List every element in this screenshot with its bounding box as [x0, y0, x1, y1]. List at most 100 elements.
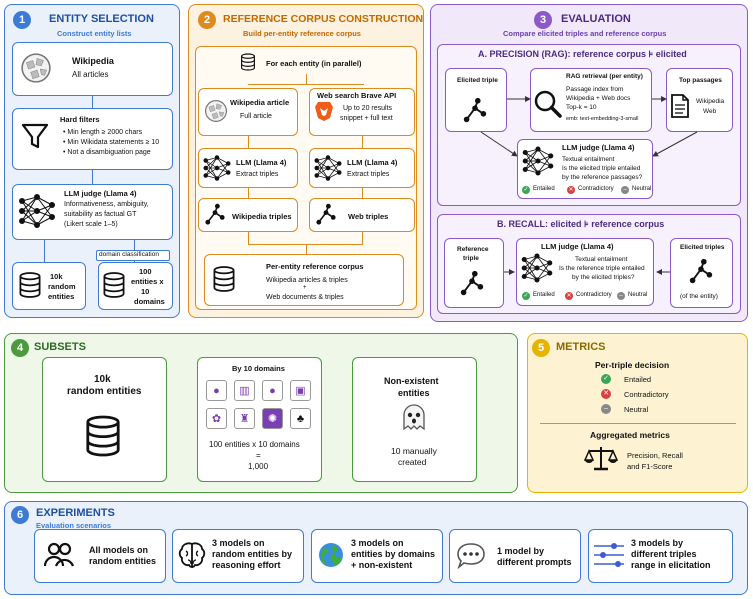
knowledge-graph-icon: [203, 203, 227, 227]
section-title: SUBSETS: [34, 341, 86, 353]
flow-line: [92, 170, 93, 184]
llm-extract-title: LLM (Llama 4): [236, 158, 287, 167]
llm-judge-line: suitability as factual GT: [64, 211, 137, 218]
random-subset-title: random entities: [67, 386, 142, 397]
brave-lion-icon: [315, 102, 333, 121]
neural-network-icon: [313, 154, 343, 182]
neutral-icon: –: [617, 292, 625, 300]
section-subtitle: Build per-entity reference corpus: [243, 29, 361, 38]
metrics-panel: [527, 333, 748, 493]
wikipedia-title: Wikipedia: [72, 56, 114, 66]
flow-line: [248, 232, 249, 244]
check-icon: ✓: [522, 292, 530, 300]
flow-line: [248, 188, 249, 198]
random-entities-line: random: [48, 282, 76, 291]
brain-icon: [178, 542, 206, 568]
domain-entities-line: 10: [141, 287, 150, 296]
wikipedia-triples-label: Wikipedia triples: [232, 212, 292, 221]
experiment-1-line: random entities: [89, 556, 157, 566]
wikipedia-globe-icon: [204, 99, 228, 123]
filter-item: Min length ≥ 2000 chars: [63, 128, 159, 138]
domains-subset-line: =: [256, 451, 261, 460]
experiment-card-5: [588, 529, 733, 583]
contradictory-label: Contradictory: [576, 292, 612, 298]
domain-entities-line: domains: [134, 297, 165, 306]
database-icon: [84, 414, 122, 458]
neutral-icon: –: [601, 404, 611, 414]
cross-icon: ✕: [565, 292, 573, 300]
domain-entities-line: entities x: [131, 277, 164, 286]
rag-line: Passage index from: [566, 86, 624, 93]
corpus-line: Wikipedia articles & triples: [266, 277, 348, 284]
rag-line: Top-k = 10: [566, 104, 597, 111]
wikipedia-triples-box: [198, 198, 298, 232]
recall-arrows: [504, 269, 670, 275]
llm-extract-sub: Extract triples: [236, 171, 279, 178]
llm-extract-sub: Extract triples: [347, 171, 390, 178]
neutral-label: Neutral: [632, 186, 652, 192]
domain-club-icon: ♣: [290, 408, 311, 429]
experiment-5-line: different triples: [631, 549, 697, 559]
neural-network-icon: [202, 154, 232, 182]
cross-icon: ✕: [601, 389, 611, 399]
section-title: ENTITY SELECTION: [49, 13, 154, 25]
experiment-card-1: [34, 529, 166, 583]
nonexistent-subset-title: Non-existent: [384, 376, 439, 386]
experiment-4-line: different prompts: [497, 557, 572, 567]
judge-a-title: LLM judge (Llama 4): [562, 143, 635, 152]
random-entities-box: [12, 262, 86, 310]
nonexistent-subset-line: 10 manually: [391, 446, 437, 456]
domains-subset-line: 1,000: [248, 462, 269, 471]
experiment-5-line: 3 models by: [631, 538, 684, 548]
web-search-sub: Up to 20 results: [343, 105, 393, 112]
domain-chess-icon: ♜: [234, 408, 255, 429]
flow-line: [306, 244, 307, 254]
slider-range-icon: [594, 543, 624, 567]
neutral-label: Neutral: [628, 292, 648, 298]
rag-line: Wikipedia + Web docs: [566, 95, 631, 102]
agg-line: and F1-Score: [627, 462, 673, 471]
section-number-1: 1: [13, 11, 31, 29]
entailed-label: Entailed: [624, 375, 652, 384]
section-title: METRICS: [556, 341, 606, 353]
of-entity-label: (of the entity): [680, 293, 718, 300]
document-icon: [671, 94, 689, 118]
neural-network-icon: [17, 193, 57, 229]
judge-a-line: by the reference passages?: [562, 174, 643, 181]
rag-retrieval-box: [530, 68, 652, 132]
section-subtitle: Compare elicited triples and reference c…: [503, 29, 667, 38]
section-subtitle: Construct entity lists: [57, 29, 132, 38]
llm-extract-box-web: [309, 148, 415, 188]
elicited-triple-label: Elicited triple: [457, 77, 498, 84]
neutral-label: Neutral: [624, 405, 649, 414]
flow-line: [306, 74, 307, 84]
ghost-icon: [403, 404, 425, 431]
balance-scale-icon: [584, 447, 618, 471]
random-entities-line: entities: [48, 292, 75, 301]
entailed-label: Entailed: [533, 292, 555, 298]
top-passages-line: Web: [703, 108, 717, 115]
judge-b-line: Textual entailment: [575, 256, 628, 263]
reference-corpus-box: [204, 254, 404, 306]
web-search-box: [309, 88, 415, 136]
top-passages-line: Wikipedia: [696, 98, 725, 105]
reference-triple-label: triple: [463, 255, 479, 262]
section-number-6: 6: [11, 506, 29, 524]
rag-line: emb: text-embedding-3-small: [566, 116, 639, 122]
filter-icon: [21, 123, 49, 149]
llm-extract-title: LLM (Llama 4): [347, 158, 398, 167]
domains-subset-title: By 10 domains: [232, 364, 285, 373]
top-passages-label: Top passages: [679, 77, 722, 84]
random-entities-line: 10k: [50, 272, 63, 281]
database-icon: [240, 52, 256, 72]
experiment-2-line: reasoning effort: [212, 560, 281, 570]
domain-columns-icon: ▥: [234, 380, 255, 401]
experiment-1-line: All models on: [89, 545, 149, 555]
hard-filters-list: Min length ≥ 2000 chars Min Wikidata sta…: [63, 128, 159, 158]
flow-line: [248, 136, 249, 148]
rag-title: RAG retrieval (per entity): [566, 73, 643, 80]
domain-entities-line: 100: [139, 267, 152, 276]
corpus-line: Web documents & triples: [266, 294, 344, 301]
knowledge-graph-icon: [314, 203, 338, 227]
domains-subset-line: 100 entities x 10 domains: [209, 440, 300, 449]
